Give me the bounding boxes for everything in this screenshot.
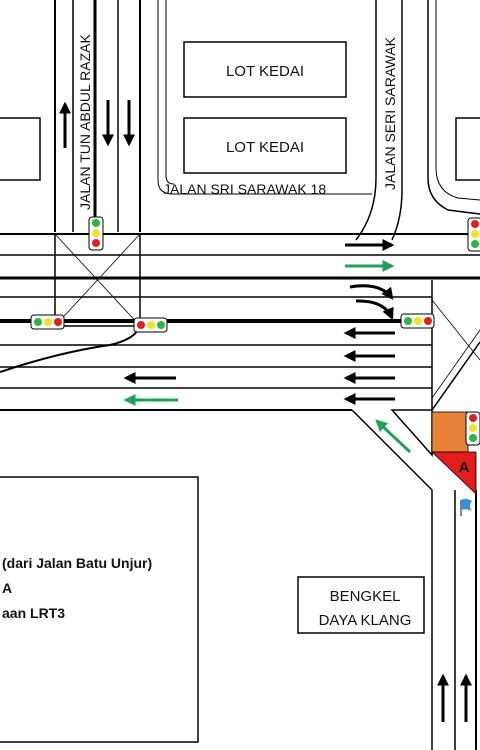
seri-sarawak-center (391, 0, 403, 241)
info-line-3: aan LRT3 (2, 605, 65, 621)
green-arrow-icon (123, 260, 412, 454)
seri-sarawak-right-edge (427, 0, 480, 215)
merge-curve (0, 321, 141, 373)
right-junction-x-1 (431, 299, 480, 361)
bengkel-label-1: BENGKEL (330, 588, 401, 605)
sri-sarawak-18-inner (165, 0, 175, 185)
bengkel-box (297, 576, 425, 634)
road-label-tun-abdul-razak: JALAN TUN ABDUL RAZAK (77, 34, 93, 210)
right-junction-x-2 (431, 329, 480, 399)
traffic-light-icon (400, 313, 435, 329)
road-label-sri-sarawak-18: JALAN SRI SARAWAK 18 (163, 181, 326, 197)
building-right-top (455, 117, 480, 181)
traffic-light-icon (30, 314, 65, 330)
arrow-icon (59, 100, 472, 722)
traffic-light-icon (133, 317, 168, 333)
left-junction-x-2 (54, 233, 141, 327)
lot-kedai-label-2: LOT KEDAI (226, 139, 304, 156)
building-left-top (0, 117, 41, 181)
marker-a-label: A (459, 459, 470, 476)
lot-kedai-box-1 (183, 41, 347, 98)
traffic-light-icon (467, 217, 480, 252)
flag-icon (460, 498, 472, 516)
lot-kedai-label-1: LOT KEDAI (226, 63, 304, 80)
slip-road-island (390, 409, 433, 457)
slip-road-left-edge (351, 409, 433, 750)
right-junction-outline (431, 280, 480, 413)
lot-kedai-box-2 (183, 117, 347, 174)
info-line-1: (dari Jalan Batu Unjur) (2, 555, 152, 571)
seri-sarawak-outer (435, 0, 480, 201)
info-box (0, 476, 199, 743)
bengkel-label-2: DAYA KLANG (319, 612, 412, 629)
info-line-2: A (2, 580, 12, 596)
traffic-light-icon (465, 411, 480, 446)
road-label-seri-sarawak: JALAN SERI SARAWAK (382, 36, 398, 190)
warning-marker-icon (431, 451, 477, 495)
traffic-light-icon (88, 216, 104, 251)
seri-sarawak-left-edge (355, 0, 377, 241)
sri-sarawak-18-edge (157, 0, 372, 195)
marker-orange-block (431, 411, 469, 453)
